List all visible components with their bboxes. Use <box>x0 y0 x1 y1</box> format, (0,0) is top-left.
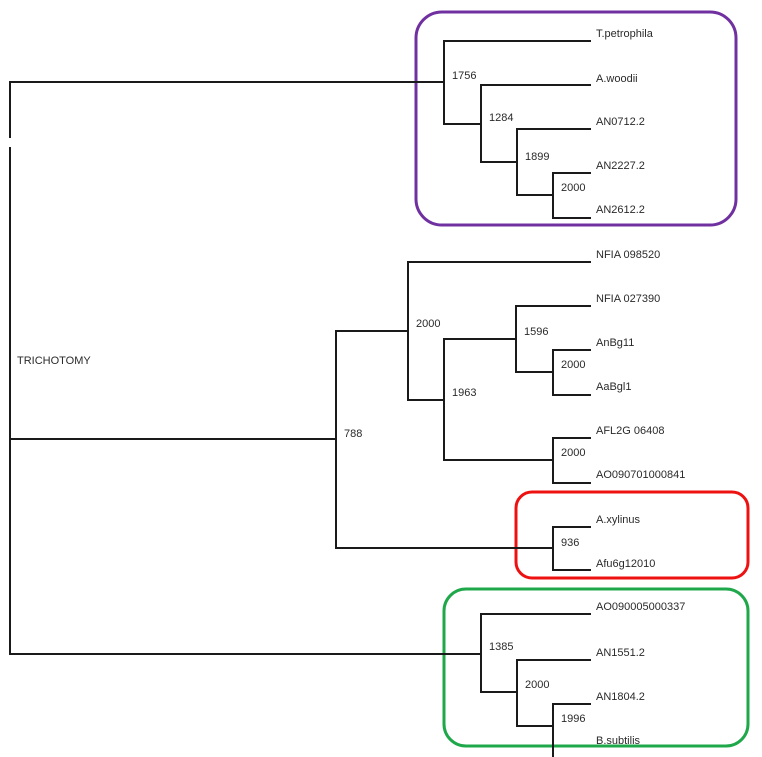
tip-label: AN2612.2 <box>596 204 645 216</box>
support-1596: 1596 <box>524 326 548 338</box>
tip-label: T.petrophila <box>596 28 654 40</box>
support-2000-mid: 2000 <box>416 318 440 330</box>
tip-label: NFIA 027390 <box>596 293 660 305</box>
top-clade: 1756 1284 1899 2000 T.petrophila A.woodi… <box>443 28 654 219</box>
tip-label: AN1551.2 <box>596 647 645 659</box>
tip-label: A.xylinus <box>596 514 641 526</box>
tip-label: AN0712.2 <box>596 116 645 128</box>
tip-label: AN2227.2 <box>596 160 645 172</box>
support-2000-an2227: 2000 <box>561 182 585 194</box>
support-1756: 1756 <box>452 70 476 82</box>
middle-clade: 2000 1963 1596 2000 2000 788 936 NFIA 09… <box>335 249 685 571</box>
tip-label: A.woodii <box>596 73 638 85</box>
tip-label: B.subtilis <box>596 735 641 747</box>
support-1963: 1963 <box>452 387 476 399</box>
bottom-clade-highlight-box <box>442 587 750 748</box>
support-2000-anbg: 2000 <box>561 359 585 371</box>
support-2000-bot: 2000 <box>525 679 549 691</box>
root-branches <box>9 81 482 655</box>
bottom-clade: 1385 2000 1996 AO090005000337 AN1551.2 A… <box>480 601 685 757</box>
axylinus-clade-highlight-box <box>514 490 750 580</box>
tip-label: AO090005000337 <box>596 601 685 613</box>
support-1996: 1996 <box>561 713 585 725</box>
tip-label: AFL2G 06408 <box>596 425 665 437</box>
tip-label: AN1804.2 <box>596 691 645 703</box>
support-788: 788 <box>344 428 362 440</box>
support-1385: 1385 <box>489 641 513 653</box>
tip-label: AO090701000841 <box>596 469 685 481</box>
support-1284: 1284 <box>489 112 513 124</box>
tip-label: AnBg11 <box>596 337 634 349</box>
trichotomy-label: TRICHOTOMY <box>17 355 91 367</box>
tip-label: AaBgl1 <box>596 381 631 393</box>
tip-label: Afu6g12010 <box>596 558 655 570</box>
tip-label: NFIA 098520 <box>596 249 660 261</box>
support-936: 936 <box>561 537 579 549</box>
top-clade-highlight-box <box>414 10 738 227</box>
support-2000-afl: 2000 <box>561 447 585 459</box>
support-1899: 1899 <box>525 151 549 163</box>
